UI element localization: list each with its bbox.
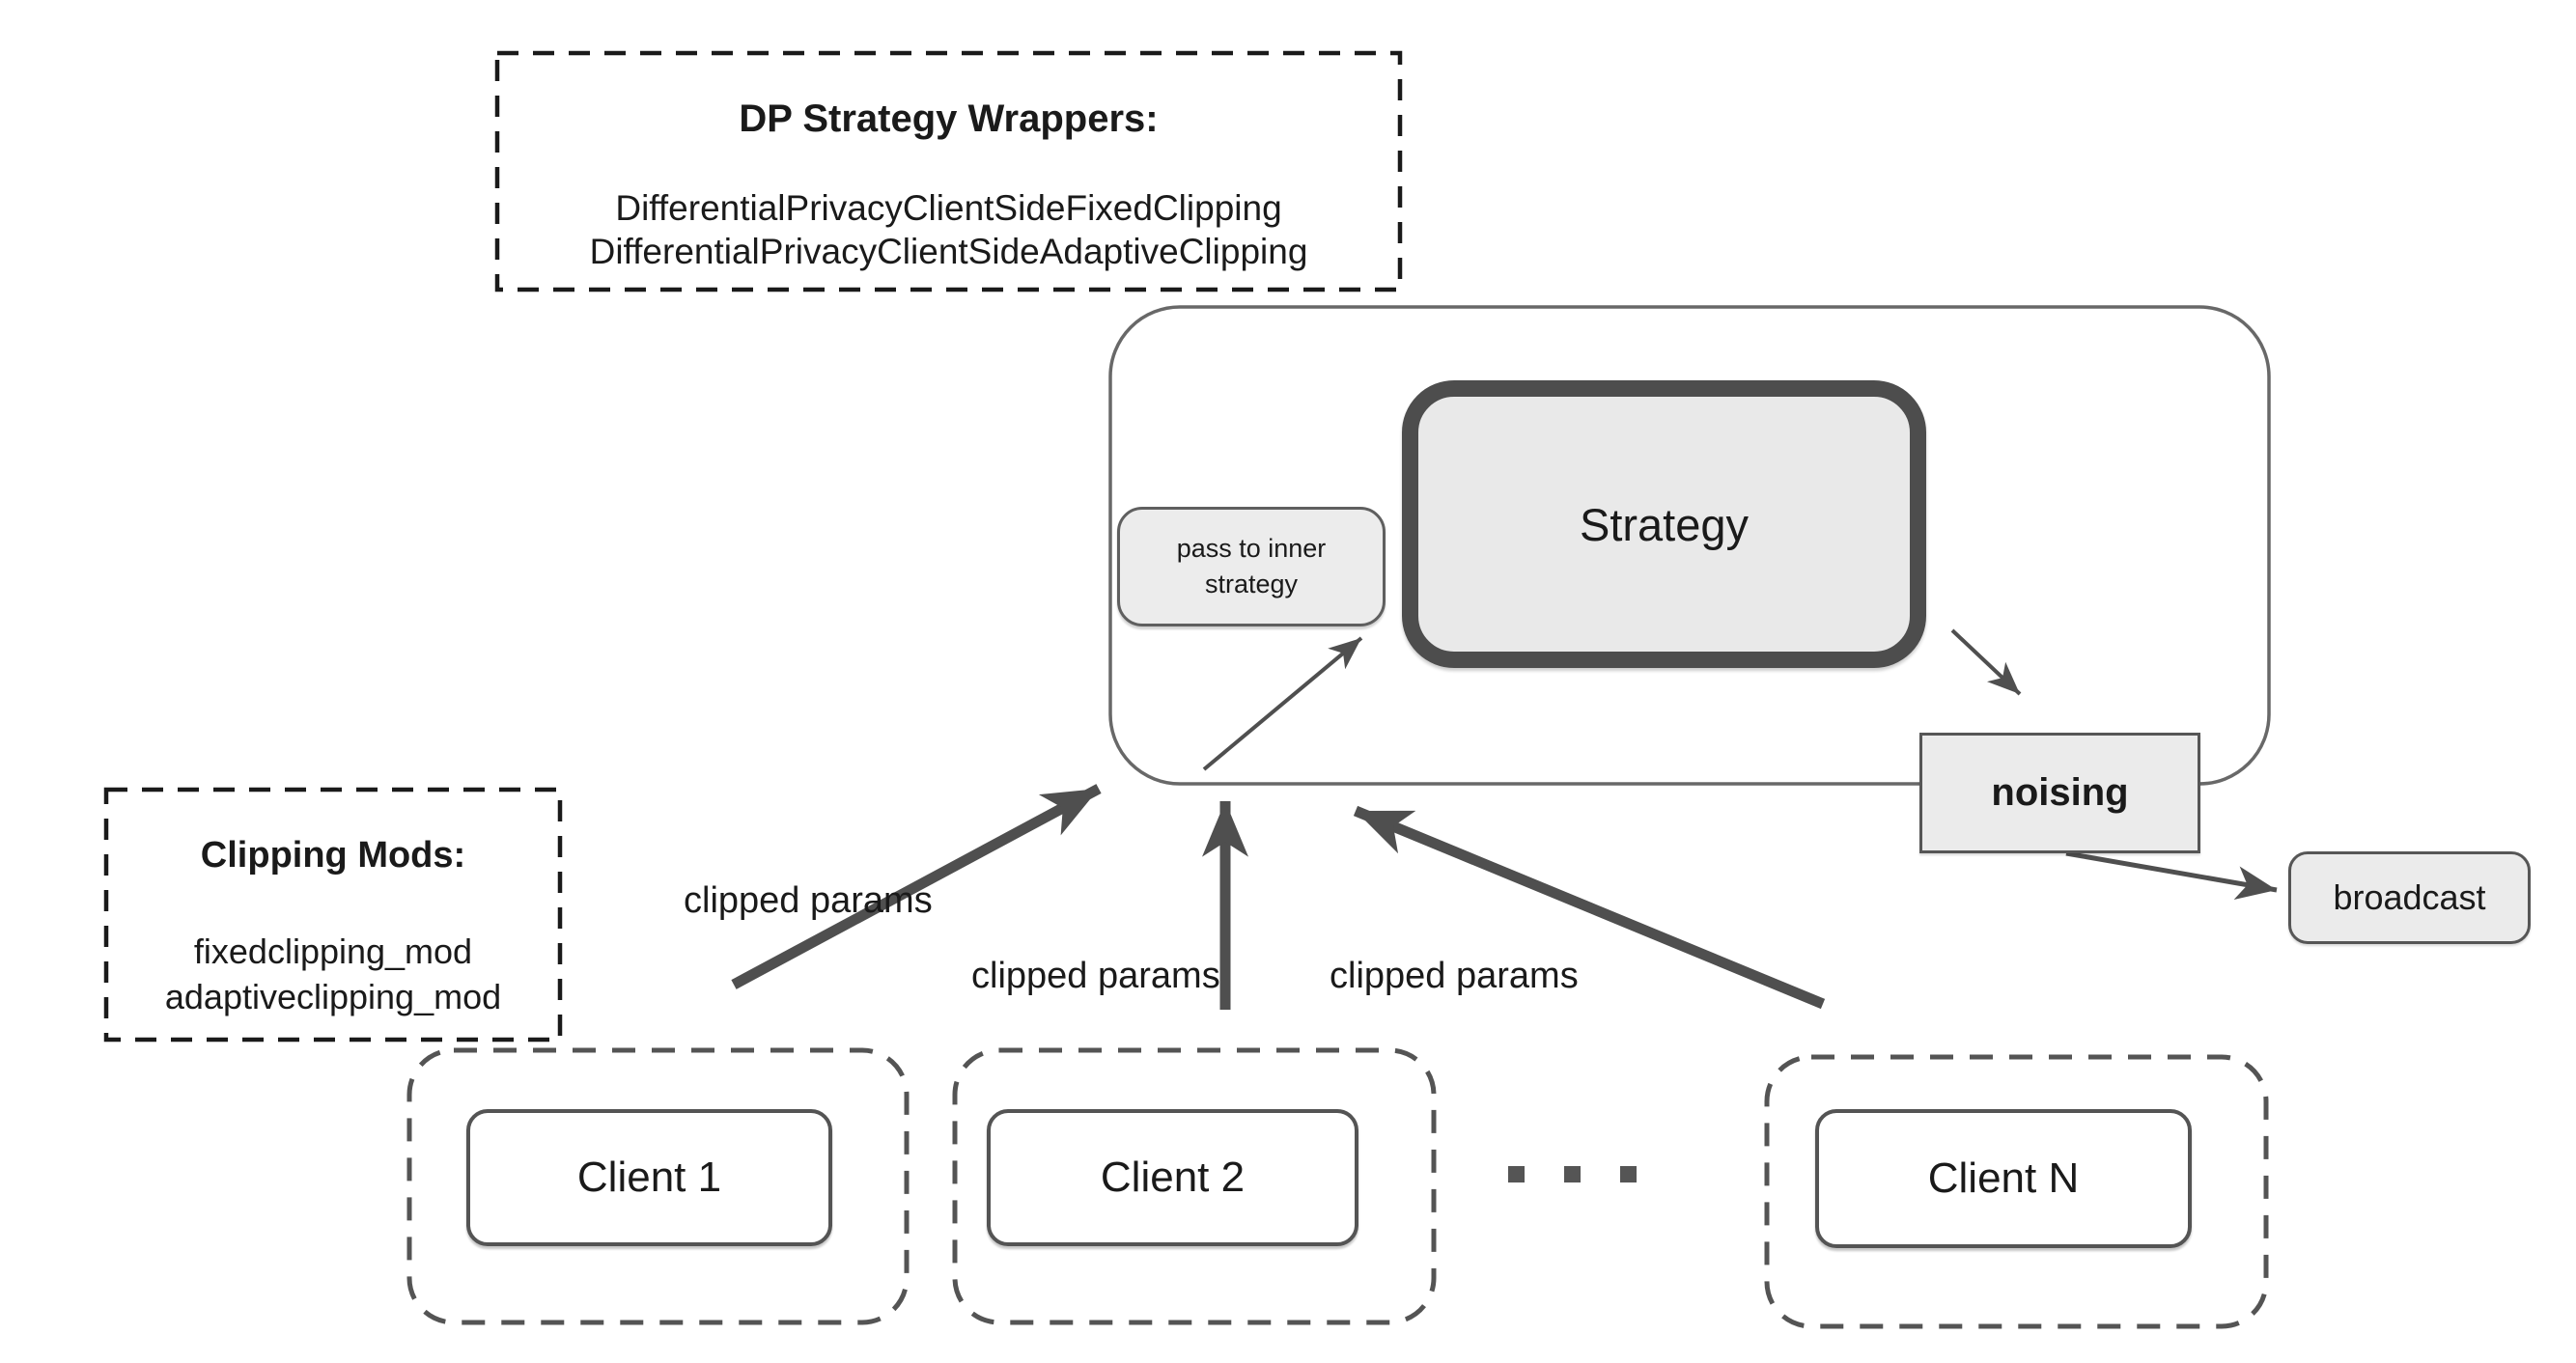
pass-to-inner-strategy-box: pass to inner strategy: [1117, 507, 1386, 626]
arrow-strategy-to-noising: [1950, 628, 2022, 696]
clipping-mods-dashed-box: [103, 787, 563, 1043]
broadcast-label: broadcast: [2333, 877, 2486, 917]
pass-to-inner-strategy-label-line1: pass to inner: [1176, 534, 1327, 563]
arrow-to-pass-inner-strategy: [1202, 636, 1363, 771]
clients-ellipsis-dots: [1508, 1166, 1653, 1183]
arrow-noising-to-broadcast: [2065, 850, 2278, 901]
client-1-label: Client 1: [576, 1154, 722, 1201]
ellipsis-dot: [1508, 1166, 1525, 1182]
pass-to-inner-strategy-label-line2: strategy: [1204, 570, 1299, 598]
clipping-mods-list: fixedclipping_mod adaptiveclipping_mod: [106, 929, 560, 1019]
clipping-mod-item: fixedclipping_mod: [193, 932, 473, 971]
strategy-label: Strategy: [1579, 498, 1750, 550]
dp-wrapper-item: DifferentialPrivacyClientSideFixedClippi…: [615, 188, 1282, 228]
dp-wrappers-list: DifferentialPrivacyClientSideFixedClippi…: [497, 186, 1400, 273]
ellipsis-dot: [1564, 1166, 1581, 1182]
client-2-label: Client 2: [1100, 1154, 1246, 1201]
client-1-dashed-frame: [406, 1047, 910, 1325]
dp-wrappers-title: DP Strategy Wrappers:: [739, 97, 1159, 140]
client-n-label: Client N: [1927, 1154, 2080, 1202]
ellipsis-dot: [1620, 1166, 1637, 1182]
clipped-params-label-3: clipped params: [1330, 956, 1579, 996]
client-n-box: Client N: [1815, 1109, 2192, 1248]
arrow-client1-to-server: [731, 784, 1102, 989]
client-1-box: Client 1: [466, 1109, 832, 1246]
broadcast-box: broadcast: [2288, 851, 2531, 944]
client-n-dashed-frame: [1764, 1054, 2269, 1329]
arrow-clientn-to-server: [1353, 805, 1826, 1010]
clipping-mod-item: adaptiveclipping_mod: [164, 977, 502, 1016]
noising-box: noising: [1919, 733, 2200, 853]
clipped-params-label-2: clipped params: [971, 956, 1220, 996]
client-2-box: Client 2: [987, 1109, 1358, 1246]
noising-label: noising: [1991, 771, 2129, 814]
strategy-box: Strategy: [1402, 380, 1926, 668]
clipping-mods-title: Clipping Mods:: [200, 835, 466, 876]
clipped-params-label-1: clipped params: [684, 880, 933, 921]
dp-wrapper-item: DifferentialPrivacyClientSideAdaptiveCli…: [589, 232, 1308, 271]
dp-wrappers-dashed-box: [494, 50, 1403, 292]
